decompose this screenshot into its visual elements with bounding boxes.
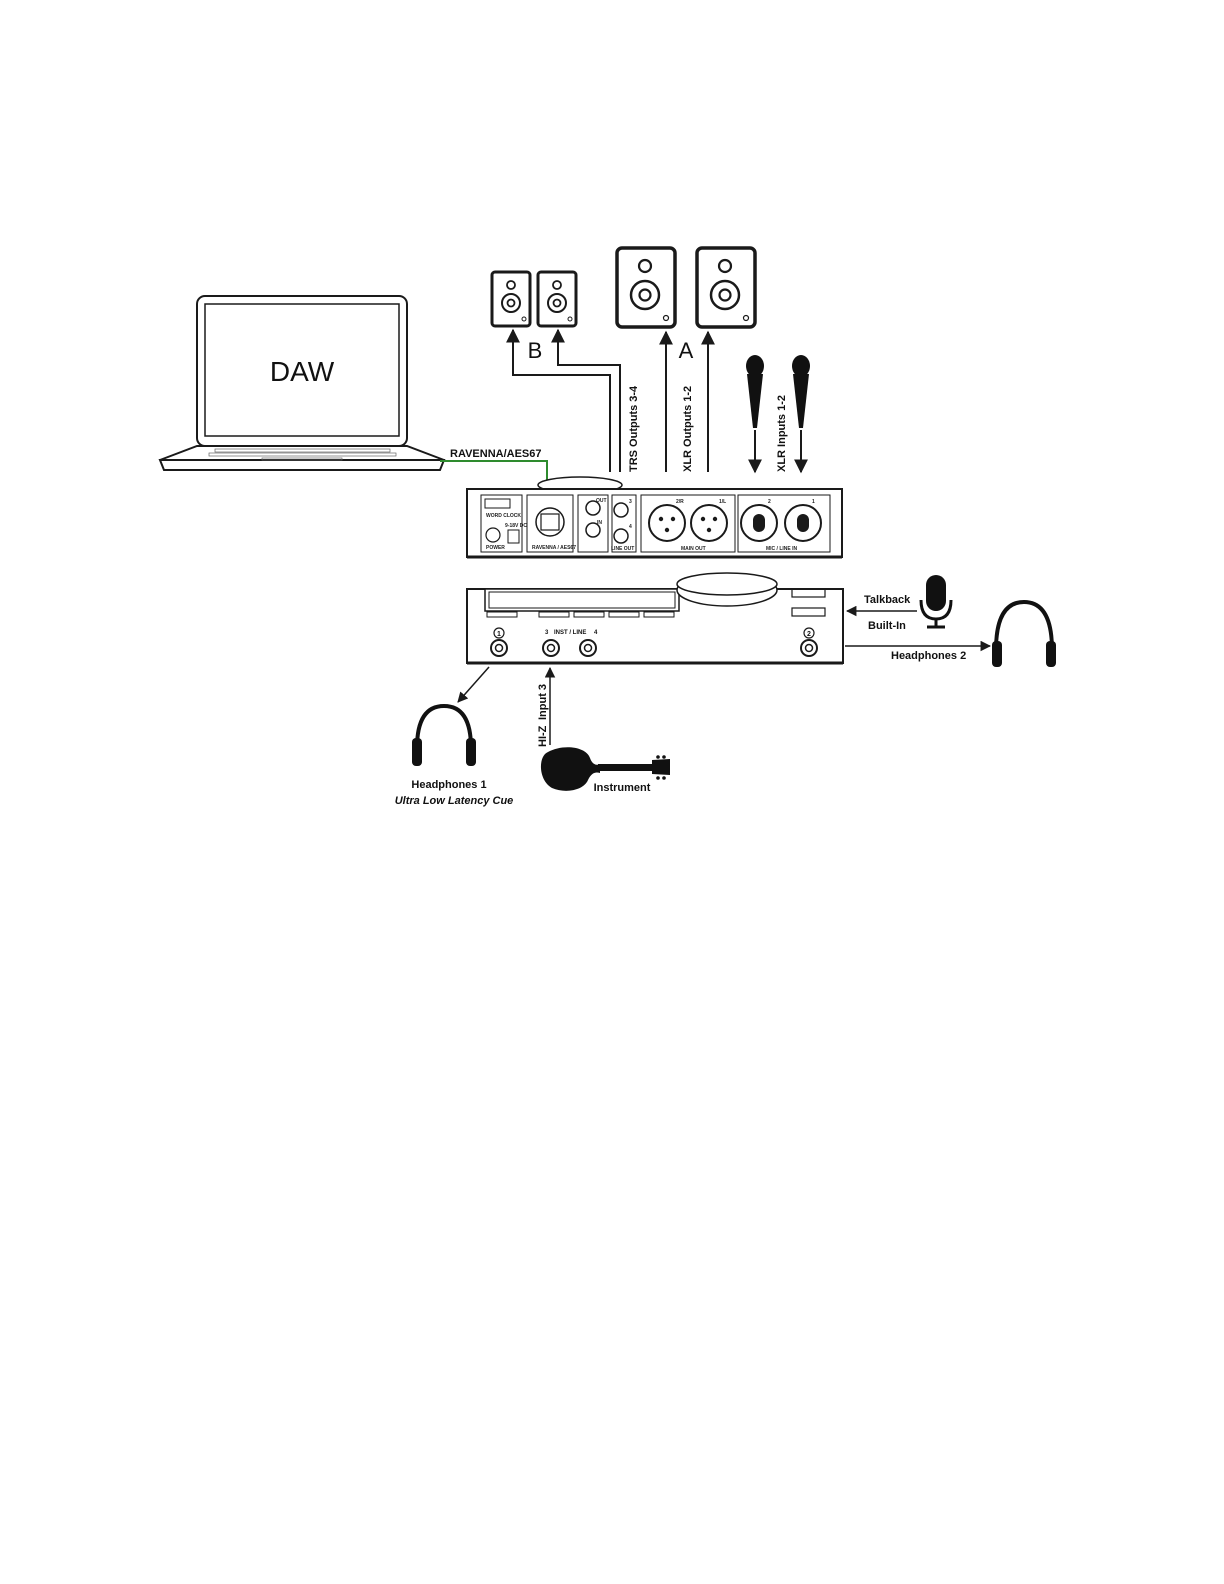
- talkback-label: Talkback: [864, 594, 911, 606]
- headphones-2-label: Headphones 2: [891, 650, 966, 662]
- wordclock-out-label: OUT: [596, 498, 607, 504]
- line-out-label: LINE OUT: [611, 546, 634, 552]
- wordclock-in-label: IN: [597, 520, 602, 526]
- network-cable: [440, 461, 547, 490]
- mic-line-ch2-label: 2: [768, 499, 771, 505]
- main-out-ch2-label: 2/R: [676, 499, 684, 505]
- mic-2: [792, 355, 810, 428]
- main-out-ch1-label: 1/L: [719, 499, 726, 505]
- interface-rear-panel: WORD CLOCK POWER 9-18V DC RAVENNA / AES6…: [467, 477, 842, 557]
- talkback-mic-icon: [921, 575, 951, 627]
- trs-outputs-label: TRS Outputs 3-4: [628, 385, 640, 472]
- interface-front-panel: 1 2 3 INST / LINE 4: [467, 573, 843, 663]
- speaker-a-right: [697, 248, 755, 327]
- headphones-1-cable: [458, 667, 489, 702]
- headphones-1-icon: [412, 706, 476, 766]
- daw-label: DAW: [270, 356, 335, 387]
- ravenna-port-label: RAVENNA / AES67: [532, 545, 576, 551]
- instrument-label: Instrument: [594, 782, 651, 794]
- wordclock-label: WORD CLOCK: [486, 513, 521, 519]
- built-in-label: Built-In: [868, 620, 906, 632]
- laptop: DAW: [160, 296, 444, 470]
- mic-1: [746, 355, 764, 428]
- mic-line-label: MIC / LINE IN: [766, 546, 798, 552]
- line-out-3-label: 3: [629, 499, 632, 505]
- front-hp1-number: 1: [497, 631, 501, 638]
- speaker-b-right: [538, 272, 576, 326]
- mic-line-ch1-label: 1: [812, 499, 815, 505]
- speaker-group-b-label: B: [528, 338, 543, 363]
- line-out-4-label: 4: [629, 524, 632, 530]
- hiz-label: HI-Z: [537, 725, 549, 747]
- xlr-inputs-label: XLR Inputs 1-2: [776, 395, 788, 472]
- headphones-2-icon: [992, 602, 1056, 667]
- headphones-1-note: Ultra Low Latency Cue: [395, 795, 514, 807]
- front-hp2-number: 2: [807, 631, 811, 638]
- front-inst-line-label: INST / LINE: [554, 630, 586, 636]
- speaker-b-left: [492, 272, 530, 326]
- input3-label: Input 3: [537, 684, 549, 720]
- dc-label: 9-18V DC: [505, 523, 527, 529]
- power-label: POWER: [486, 545, 505, 551]
- xlr-outputs-label: XLR Outputs 1-2: [682, 386, 694, 472]
- network-label: RAVENNA/AES67: [450, 448, 542, 460]
- headphones-1-label: Headphones 1: [411, 779, 486, 791]
- speaker-a-left: [617, 248, 675, 327]
- main-out-label: MAIN OUT: [681, 546, 706, 552]
- speaker-group-a-label: A: [679, 338, 694, 363]
